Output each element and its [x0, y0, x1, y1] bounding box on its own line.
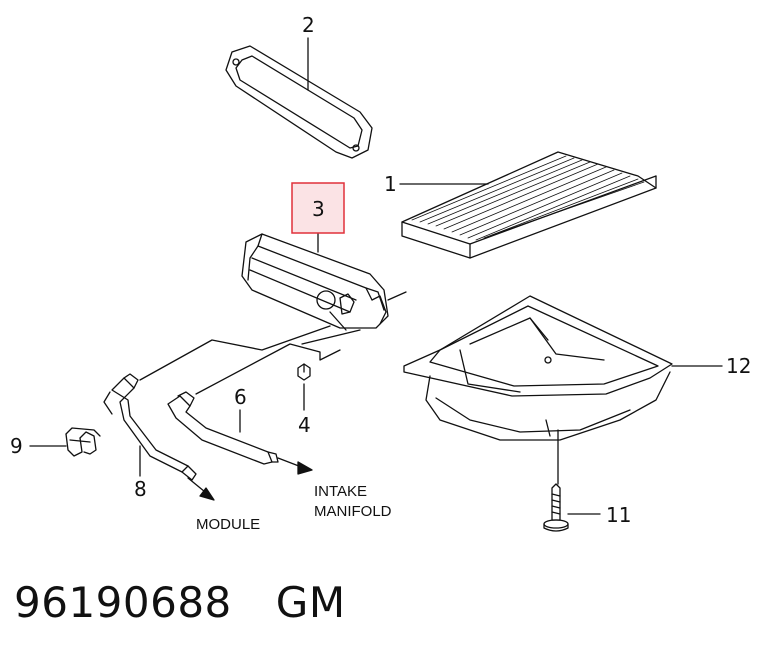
part-1-filter	[401, 151, 657, 259]
part-3-canister	[241, 233, 407, 331]
callout-11[interactable]: 11	[606, 503, 631, 527]
callout-1[interactable]: 1	[384, 172, 397, 196]
part-4-nut	[297, 363, 311, 381]
part-number-footer: 96190688 GM	[14, 578, 346, 627]
highlight-box-part-3	[291, 182, 345, 234]
callout-3[interactable]: 3	[312, 197, 325, 221]
note-intake-line2: MANIFOLD	[314, 503, 392, 520]
part-11-bolt	[543, 483, 569, 532]
leader-lines	[29, 37, 723, 515]
callout-6[interactable]: 6	[234, 385, 247, 409]
arrow-to-module	[187, 477, 215, 501]
part-2-gasket	[225, 45, 373, 159]
note-intake-line1: INTAKE	[314, 483, 367, 500]
callout-9[interactable]: 9	[10, 434, 23, 458]
part-number: 96190688	[14, 578, 232, 627]
part-12-tray	[403, 295, 673, 441]
arrow-to-intake	[277, 457, 313, 475]
part-9-clip	[65, 427, 101, 457]
part-6-hose	[167, 391, 279, 465]
note-module: MODULE	[196, 516, 260, 533]
part-8-hose	[103, 373, 197, 481]
brand-name: GM	[275, 578, 346, 627]
callout-8[interactable]: 8	[134, 477, 147, 501]
routing-lines	[139, 325, 361, 395]
callout-4[interactable]: 4	[298, 413, 311, 437]
callout-12[interactable]: 12	[726, 354, 751, 378]
callout-2[interactable]: 2	[302, 13, 315, 37]
